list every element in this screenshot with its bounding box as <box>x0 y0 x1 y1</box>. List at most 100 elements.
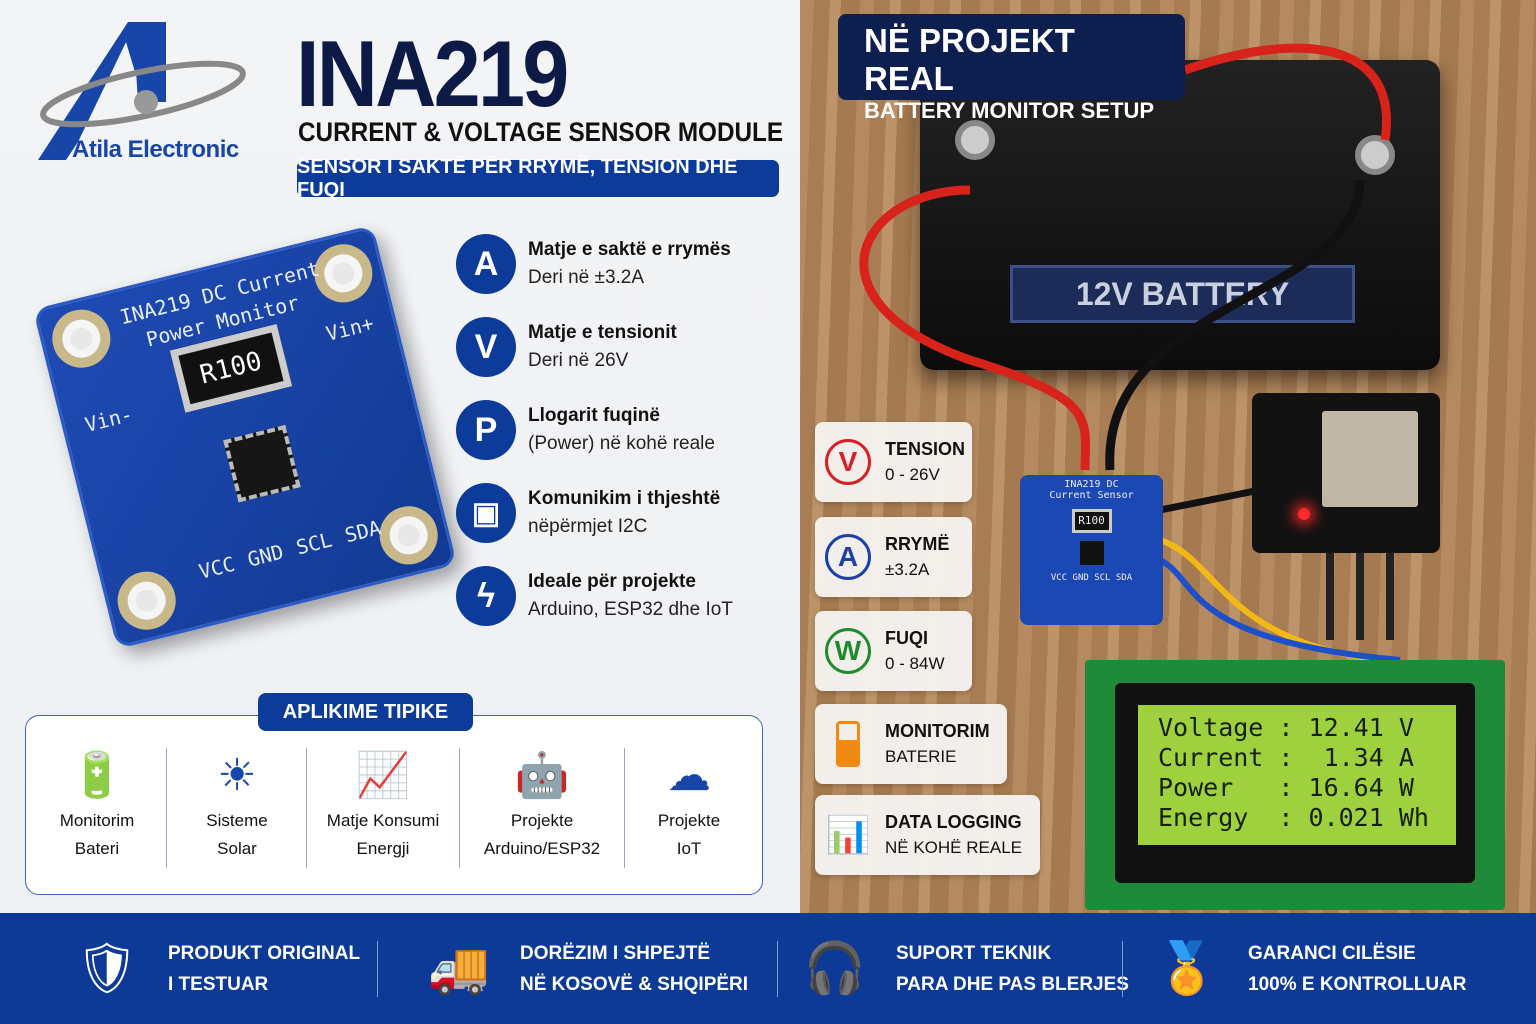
app-label: IoT <box>676 839 702 858</box>
badge-value: BATERIE <box>885 747 957 766</box>
battery-terminal <box>1355 135 1395 175</box>
battery-terminal <box>955 120 995 160</box>
feature-title: Matje e tensionit <box>528 322 677 343</box>
feature-desc: Arduino, ESP32 dhe IoT <box>528 599 733 620</box>
module-resistor: R100 <box>1071 509 1112 533</box>
footer-text: 100% E KONTROLLUAR <box>1248 973 1467 995</box>
current-icon: A <box>456 234 516 294</box>
brand-name: Atila Electronic <box>72 136 239 163</box>
module-pins: VCC GND SCL SDA <box>1050 573 1133 583</box>
subtitle: CURRENT & VOLTAGE SENSOR MODULE <box>298 117 784 147</box>
page-title: INA219 <box>296 21 569 126</box>
footer-text: PARA DHE PAS BLERJES <box>896 973 1129 995</box>
applications-box <box>25 715 763 895</box>
lightning-icon: ϟ <box>456 566 516 626</box>
badge-value: ±3.2A <box>885 560 930 579</box>
vin-plus-label: Vin+ <box>323 310 377 346</box>
battery-icon: 🔋 <box>69 751 125 800</box>
solar-icon: ☀ <box>217 751 257 800</box>
left-panel: Atila Electronic INA219 CURRENT & VOLTAG… <box>0 0 800 913</box>
divider <box>1122 941 1123 997</box>
divider <box>624 748 625 868</box>
voltage-icon: V <box>456 317 516 377</box>
footer-text: NË KOSOVË & SHQIPËRI <box>520 973 749 995</box>
app-label: Solar <box>217 839 257 858</box>
divider <box>306 748 307 868</box>
battery-label: 12V BATTERY <box>1010 265 1355 323</box>
power-icon: W <box>825 628 871 674</box>
pin-vcc: VCC <box>196 551 238 584</box>
mount-hole <box>111 565 182 636</box>
wires <box>859 43 1401 663</box>
footer-text: GARANCI CILËSIE <box>1248 942 1416 964</box>
robot-icon: 🤖 <box>514 751 570 800</box>
footer-text: SUPORT TEKNIK <box>896 942 1052 964</box>
pin-scl: SCL <box>293 527 335 560</box>
badge-battery: MONITORIM BATERIE <box>815 704 1007 784</box>
applications-label: APLIKIME TIPIKE <box>258 693 473 731</box>
esp32-board <box>1252 393 1440 553</box>
badge-value: 0 - 26V <box>885 465 940 484</box>
footer-text: DORËZIM I SHPEJTË <box>520 942 711 964</box>
footer-delivery: 🚚 DORËZIM I SHPEJTË NË KOSOVË & SHQIPËRI <box>424 913 748 1024</box>
lcd-current: Current : 1.34 A <box>1158 743 1414 772</box>
feature-desc: Deri në 26V <box>528 350 629 371</box>
truck-icon: 🚚 <box>427 940 491 996</box>
chip-icon: ▣ <box>456 483 516 543</box>
ina219-module-image: INA219 DC Current Power Monitor Vin- Vin… <box>32 224 458 650</box>
feature-title: Matje e saktë e rrymës <box>528 239 731 260</box>
mount-hole <box>373 500 444 571</box>
feature-desc: (Power) në kohë reale <box>528 433 715 454</box>
feature-title: Komunikim i thjeshtë <box>528 488 721 509</box>
chart-icon: 📈 <box>355 751 411 800</box>
tagline-pill: SENSOR I SAKTË PËR RRYMË, TENSION DHE FU… <box>297 156 779 201</box>
app-label: Bateri <box>74 839 120 858</box>
footer-text: I TESTUAR <box>168 973 269 995</box>
real-project-heading: NË PROJEKT REAL <box>864 22 1075 97</box>
divider <box>777 941 778 997</box>
vin-minus-label: Vin- <box>82 401 136 437</box>
battery-icon <box>825 721 871 767</box>
cloud-wifi-icon: ☁ <box>667 751 711 800</box>
module-chip <box>1079 541 1104 565</box>
divider <box>459 748 460 868</box>
lcd-energy: Energy : 0.021 Wh <box>1158 803 1429 832</box>
badge-value: NË KOHË REALE <box>885 838 1022 857</box>
lcd-power: Power : 16.64 W <box>1158 773 1414 802</box>
module-label: Current Sensor <box>1049 490 1134 501</box>
ina219-module-small: INA219 DC Current Sensor R100 VCC GND SC… <box>1020 475 1163 625</box>
power-led <box>1298 508 1310 520</box>
app-label: Projekte <box>657 811 721 830</box>
feature-desc: Deri në ±3.2A <box>528 267 645 288</box>
pin-sda: SDA <box>342 515 384 548</box>
badge-title: RRYMË <box>885 534 950 554</box>
power-icon: P <box>456 400 516 460</box>
divider <box>377 941 378 997</box>
app-label: Monitorim <box>59 811 135 830</box>
app-label: Energji <box>356 839 410 858</box>
badge-title: DATA LOGGING <box>885 812 1022 832</box>
ina219-chip <box>223 424 301 503</box>
app-label: Projekte <box>510 811 574 830</box>
esp32-module <box>1322 411 1418 507</box>
badge-title: MONITORIM <box>885 721 990 741</box>
quality-badge-icon: 🏅 <box>1155 940 1219 996</box>
feature-title: Ideale për projekte <box>528 571 696 592</box>
